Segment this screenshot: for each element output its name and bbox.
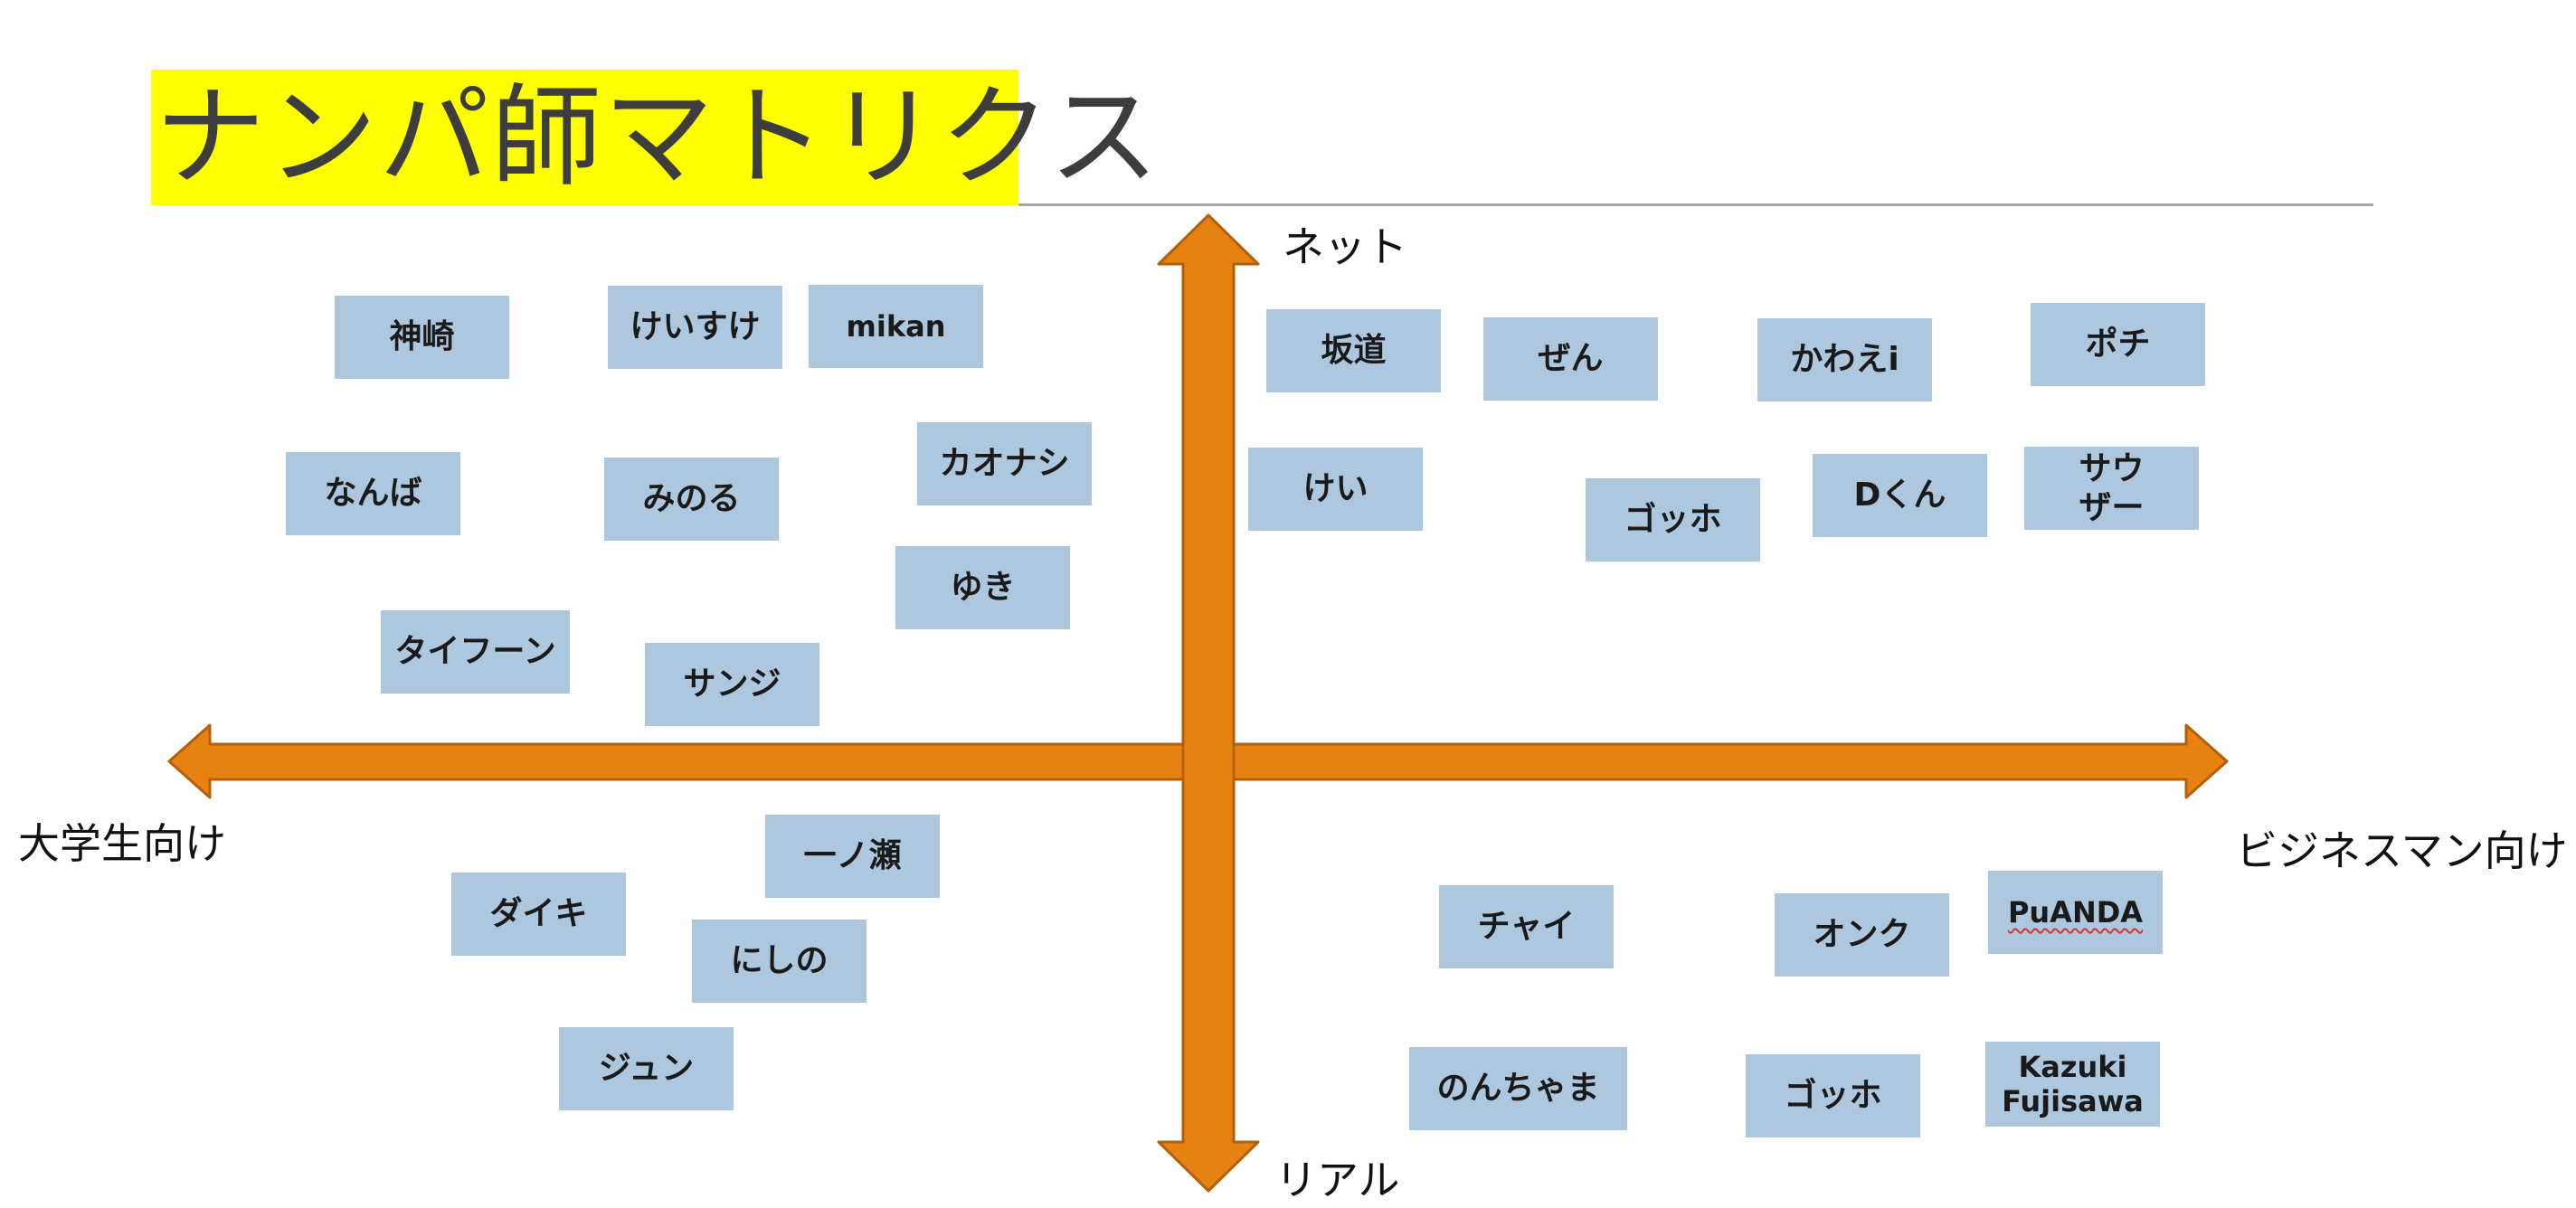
name-box-label-underlined: かわえi [1790, 341, 1899, 379]
name-box: ダイキ [451, 873, 626, 956]
name-box: オンク [1775, 893, 1949, 977]
name-box: Dくん [1813, 454, 1987, 537]
name-box: なんば [286, 452, 460, 535]
name-box: ぜん [1483, 317, 1658, 401]
name-box: ゴッホ [1586, 478, 1760, 562]
name-box: かわえi [1757, 318, 1932, 401]
name-box: けい [1248, 448, 1423, 531]
name-box: Kazuki Fujisawa [1985, 1042, 2160, 1127]
name-box: サンジ [645, 643, 819, 726]
name-box: 坂道 [1266, 309, 1441, 392]
axis-label-top: ネット [1283, 222, 1407, 271]
name-box: みのる [604, 458, 779, 541]
axis-label-left: 大学生向け [18, 819, 226, 868]
name-box: のんちゃま [1409, 1047, 1627, 1130]
name-box: ゴッホ [1746, 1054, 1920, 1137]
title-underline-rule [1018, 203, 2373, 206]
name-box: けいすけ [608, 286, 782, 369]
name-box: ゆき [895, 546, 1070, 629]
page-title: ナンパ師マトリクス [155, 73, 1161, 202]
name-box: ジュン [559, 1027, 734, 1110]
name-box-label-underlined: PuANDA [2007, 894, 2144, 930]
title-highlight: ナンパ師マトリクス [151, 70, 1159, 205]
name-box: ポチ [2031, 303, 2205, 386]
name-box: サウ ザー [2024, 447, 2199, 530]
axis-label-bottom: リアル [1275, 1156, 1400, 1204]
name-box: タイフーン [381, 610, 570, 694]
name-box: カオナシ [917, 422, 1092, 505]
name-box: 一ノ瀬 [765, 815, 940, 898]
name-box: 神崎 [335, 296, 509, 379]
name-box: にしの [692, 920, 867, 1003]
name-box: mikan [809, 285, 983, 368]
axis-label-right: ビジネスマン向け [2236, 826, 2568, 875]
vertical-axis-arrow [1157, 213, 1260, 1193]
name-box: PuANDA [1988, 871, 2163, 954]
name-box: チャイ [1439, 885, 1614, 968]
